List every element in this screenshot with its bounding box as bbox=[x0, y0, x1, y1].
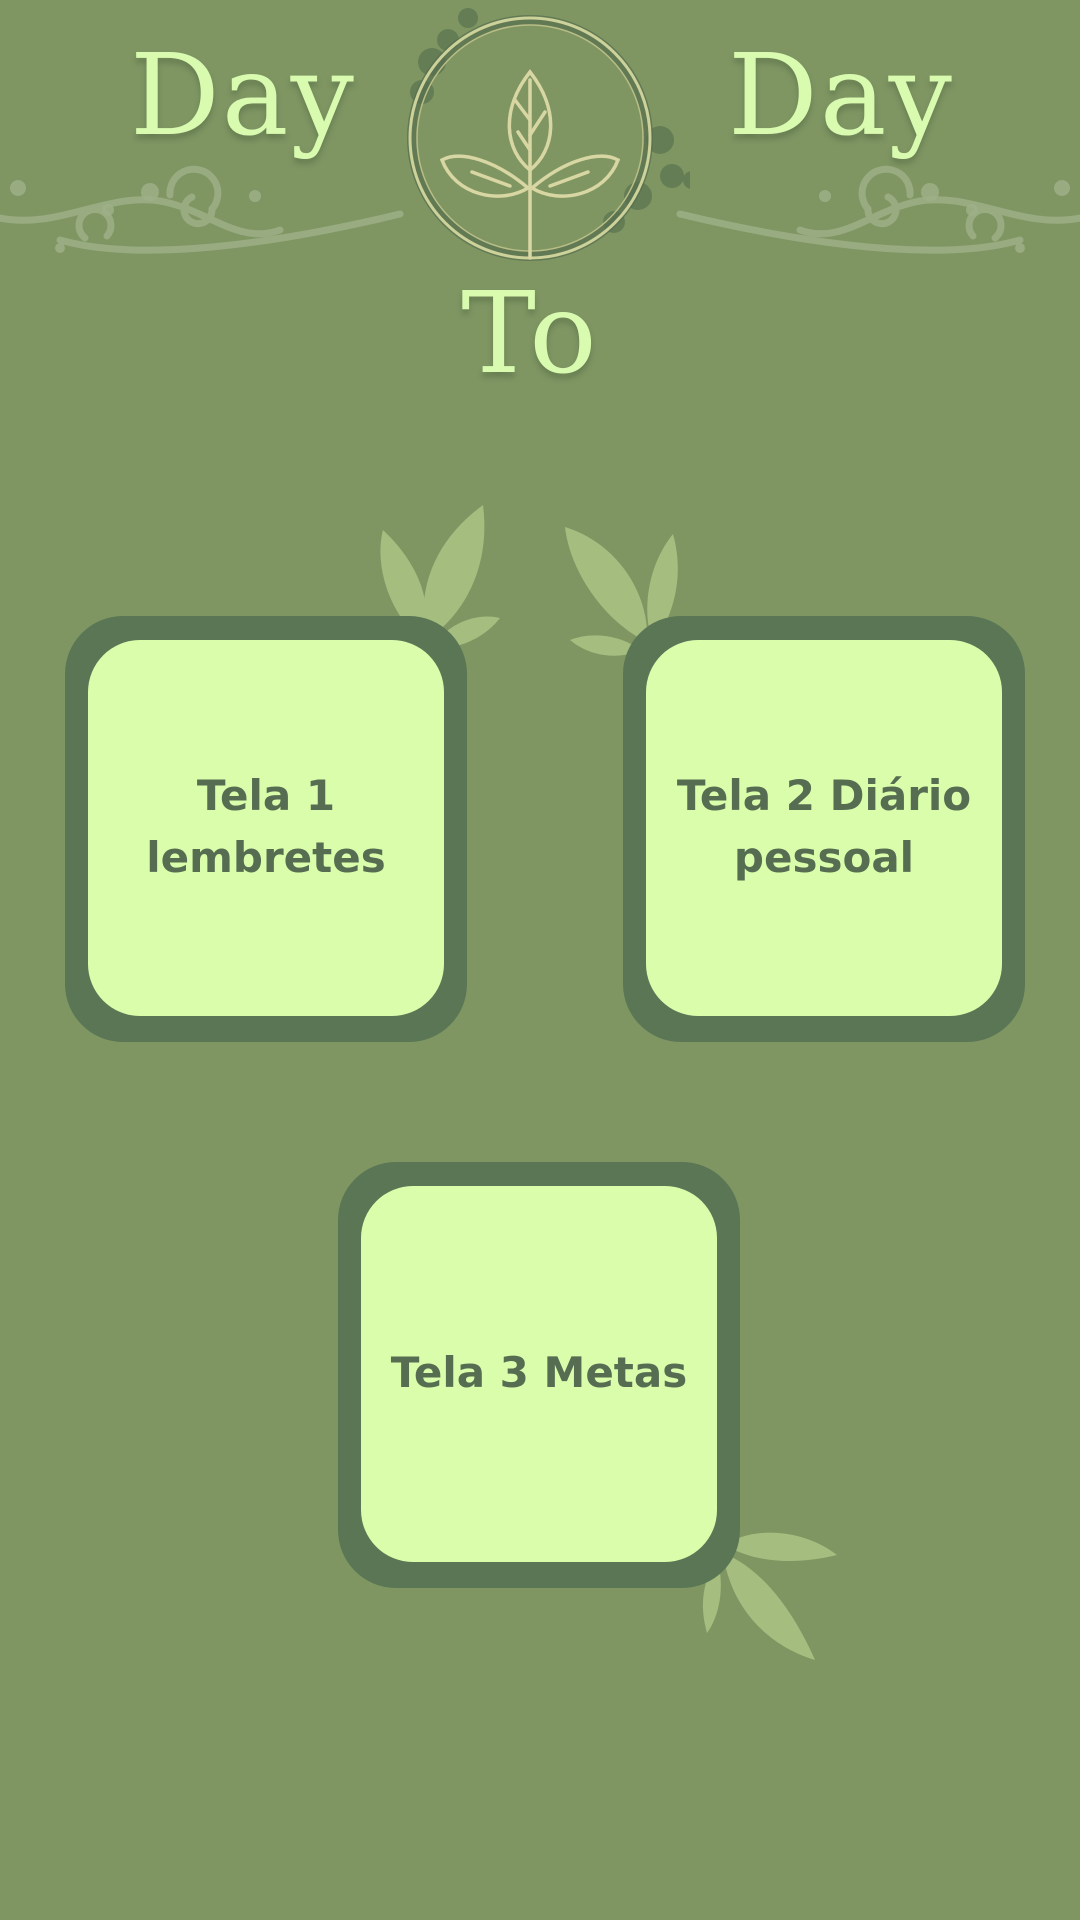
card-frame-tela-1: Tela 1 lembretes bbox=[65, 616, 467, 1042]
card-frame-tela-3: Tela 3 Metas bbox=[338, 1162, 740, 1588]
card-button-tela-2[interactable]: Tela 2 Diário pessoal bbox=[646, 640, 1002, 1016]
swirl-ornament-right-icon bbox=[676, 165, 1080, 254]
sprout-emblem-icon bbox=[407, 8, 690, 261]
card-label-tela-3: Tela 3 Metas bbox=[390, 1348, 688, 1397]
card-button-tela-3[interactable]: Tela 3 Metas bbox=[361, 1186, 717, 1562]
title-word-right: Day bbox=[728, 31, 954, 161]
leaf-cluster-bottom-right-icon bbox=[702, 1532, 837, 1660]
leaf-cluster-top-right-icon bbox=[565, 527, 678, 656]
title-word-left: Day bbox=[130, 31, 356, 161]
card-frame-tela-2: Tela 2 Diário pessoal bbox=[623, 616, 1025, 1042]
card-button-tela-1[interactable]: Tela 1 lembretes bbox=[88, 640, 444, 1016]
card-label-tela-1: Tela 1 lembretes bbox=[146, 771, 386, 882]
swirl-ornament-left-icon bbox=[0, 165, 404, 254]
title-word-center: To bbox=[461, 269, 599, 399]
card-label-tela-2: Tela 2 Diário pessoal bbox=[676, 771, 972, 882]
